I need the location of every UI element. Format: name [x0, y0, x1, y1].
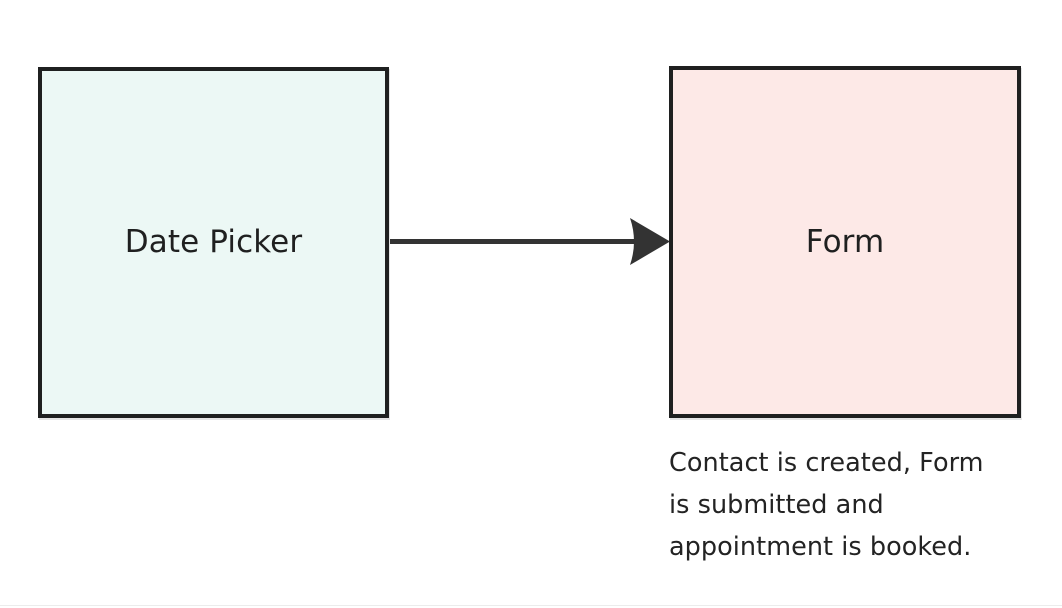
form-caption-line-1: Contact is created, Form — [669, 448, 984, 478]
arrowhead-icon — [630, 218, 670, 265]
form-caption-line-2: is submitted and — [669, 490, 884, 520]
node-date-picker[interactable]: Date Picker — [38, 67, 389, 418]
node-form-label: Form — [805, 223, 885, 260]
node-form[interactable]: Form — [669, 66, 1021, 418]
form-caption-line-3: appointment is booked. — [669, 532, 972, 562]
node-date-picker-label: Date Picker — [124, 224, 303, 260]
form-caption: Contact is created, Form is submitted an… — [669, 442, 1014, 568]
bottom-divider — [0, 605, 1062, 606]
edge-date-picker-to-form[interactable] — [386, 205, 676, 280]
